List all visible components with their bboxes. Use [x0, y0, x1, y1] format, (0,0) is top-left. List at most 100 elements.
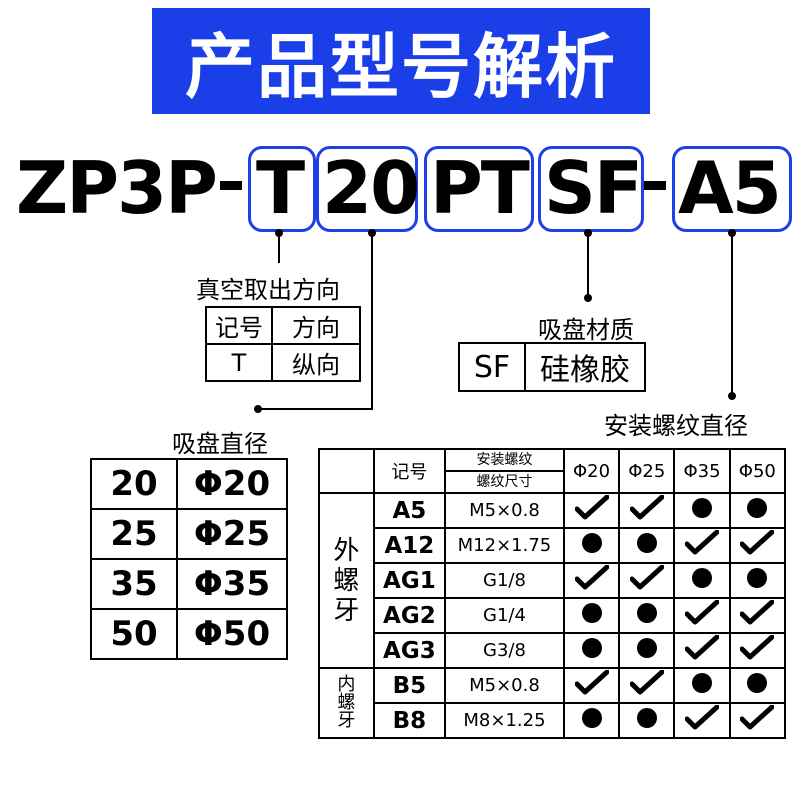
diameter-label: 吸盘直径 [172, 430, 268, 458]
thread-size: G1/8 [444, 562, 565, 599]
dot-icon [692, 498, 713, 518]
thread-compat-cell [728, 562, 787, 599]
thread-size: M5×0.8 [444, 667, 565, 704]
material-label: 吸盘材质 [538, 316, 634, 344]
thread-compat-cell [728, 667, 787, 704]
direction-header-code: 记号 [205, 306, 273, 345]
thread-compat-cell [673, 527, 731, 564]
dot-icon [581, 708, 602, 728]
thread-compat-cell [618, 562, 676, 599]
diameter-cell-value: Φ25 [176, 508, 288, 560]
thread-size: M5×0.8 [444, 492, 565, 529]
model-separator-2 [644, 181, 666, 190]
connector-direction [278, 233, 280, 263]
dot-icon [747, 568, 768, 588]
thread-compat-cell [562, 702, 621, 739]
material-cell-code: SF [458, 342, 526, 392]
check-icon [629, 669, 665, 701]
direction-cell-code: T [205, 343, 273, 382]
diameter-cell-code: 25 [90, 508, 178, 560]
thread-compat-cell [673, 492, 731, 529]
check-icon [739, 634, 775, 666]
check-icon [739, 529, 775, 561]
thread-header-blank [318, 448, 375, 494]
thread-compat-cell [562, 597, 621, 634]
thread-compat-cell [618, 597, 676, 634]
thread-compat-cell [673, 702, 731, 739]
thread-compat-cell [728, 702, 787, 739]
connector-thread [731, 233, 733, 395]
thread-compat-cell [728, 597, 787, 634]
check-icon [739, 599, 775, 631]
connector-diameter-v [371, 233, 373, 409]
check-icon [574, 564, 610, 596]
direction-header-dir: 方向 [271, 306, 361, 345]
thread-compat-cell [728, 492, 787, 529]
thread-header-code: 记号 [372, 448, 447, 494]
thread-compat-cell [562, 527, 621, 564]
check-icon [739, 704, 775, 736]
dot-icon [636, 603, 657, 623]
check-icon [574, 669, 610, 701]
thread-compat-cell [562, 562, 621, 599]
direction-table: 记号 方向 T 纵向 [205, 306, 361, 382]
thread-header-col-35: Φ35 [673, 448, 731, 494]
dot-icon [747, 498, 768, 518]
thread-header-top: 安装螺纹 [444, 448, 565, 472]
connector-dot-material-end [584, 294, 592, 302]
thread-label: 安装螺纹直径 [604, 412, 748, 440]
diameter-cell-value: Φ50 [176, 608, 288, 660]
thread-compat-cell [562, 492, 621, 529]
thread-code: AG3 [372, 632, 447, 669]
model-direction: T [256, 146, 305, 230]
diameter-cell-code: 20 [90, 458, 178, 510]
thread-compat-cell [618, 632, 676, 669]
dot-icon [636, 533, 657, 553]
dot-icon [581, 533, 602, 553]
material-table: SF 硅橡胶 [458, 342, 646, 392]
thread-code: AG1 [372, 562, 447, 599]
dot-icon [581, 638, 602, 658]
thread-compat-cell [562, 667, 621, 704]
thread-compat-cell [618, 527, 676, 564]
thread-size: G3/8 [444, 632, 565, 669]
thread-size: M12×1.75 [444, 527, 565, 564]
thread-compat-cell [673, 632, 731, 669]
check-icon [684, 529, 720, 561]
dot-icon [692, 568, 713, 588]
thread-code: AG2 [372, 597, 447, 634]
connector-dot-diameter-end [254, 405, 262, 413]
diameter-table: 20 Φ20 25 Φ25 35 Φ35 50 Φ50 [90, 458, 288, 660]
dot-icon [581, 603, 602, 623]
type-box [424, 146, 534, 232]
connector-diameter-h [258, 408, 373, 410]
thread-compat-cell [618, 667, 676, 704]
thread-header-bottom: 螺纹尺寸 [444, 470, 565, 494]
dot-icon [692, 673, 713, 693]
thread-header-col-25: Φ25 [618, 448, 676, 494]
thread-code: B5 [372, 667, 447, 704]
direction-cell-dir: 纵向 [271, 343, 361, 382]
diameter-cell-value: Φ20 [176, 458, 288, 510]
diameter-cell-code: 35 [90, 558, 178, 610]
thread-size: M8×1.25 [444, 702, 565, 739]
thread-compat-cell [618, 702, 676, 739]
dot-icon [636, 708, 657, 728]
diameter-box [316, 146, 418, 232]
diameter-cell-code: 50 [90, 608, 178, 660]
title-banner: 产品型号解析 [152, 8, 650, 114]
thread-code: B8 [372, 702, 447, 739]
thread-compat-cell [618, 492, 676, 529]
thread-compat-cell [728, 527, 787, 564]
thread-code: A12 [372, 527, 447, 564]
check-icon [684, 599, 720, 631]
material-cell-name: 硅橡胶 [524, 342, 646, 392]
